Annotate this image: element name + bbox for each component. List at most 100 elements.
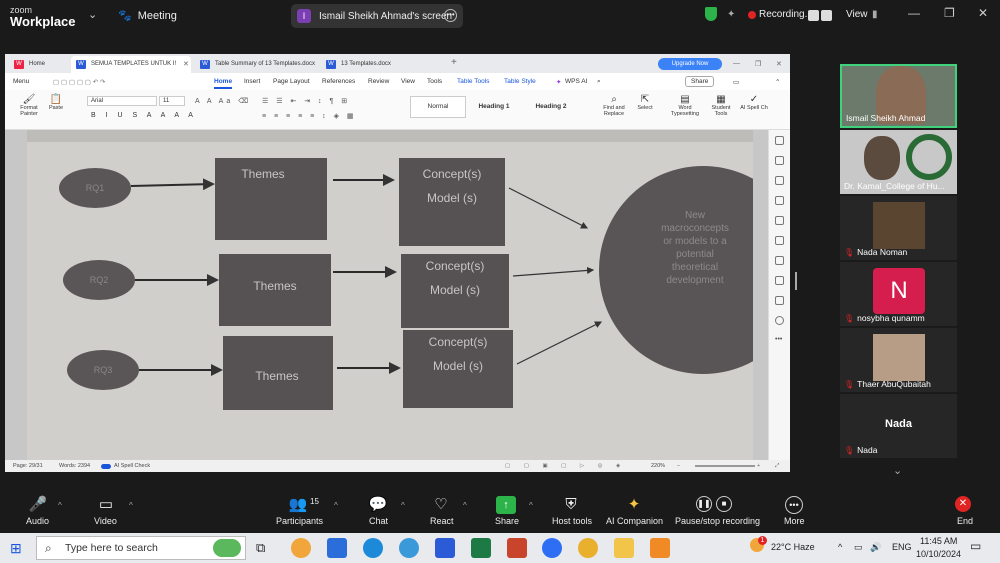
wps-office-icon[interactable]: [650, 538, 670, 558]
font-size-select[interactable]: 11: [159, 96, 185, 106]
pencil-icon[interactable]: [775, 156, 784, 165]
ai-companion-icon[interactable]: ✦: [627, 496, 641, 513]
participant-tile-ismail[interactable]: Ismail Sheikh Ahmad: [840, 64, 957, 128]
tab-ribbon-home[interactable]: Home: [214, 78, 233, 89]
powerpoint-app-icon[interactable]: [507, 538, 527, 558]
spell-toggle[interactable]: [101, 464, 111, 469]
style-heading-1[interactable]: Heading 1: [468, 96, 520, 118]
tab-ribbon-view[interactable]: View: [401, 78, 415, 85]
sliders-icon[interactable]: [775, 256, 784, 265]
word-app-icon[interactable]: [435, 538, 455, 558]
view-mode-icons[interactable]: ▢ ▢ ▣ ▢ ▷ ◎ ◈: [505, 463, 627, 469]
style-heading-2[interactable]: Heading 2: [522, 96, 580, 118]
pause-recording-icon[interactable]: ❚❚: [696, 496, 712, 512]
globe-app-icon[interactable]: [399, 538, 419, 558]
minimize-icon[interactable]: —: [733, 60, 740, 67]
view-toggle-icon[interactable]: ▮: [872, 9, 878, 20]
pause-stop-recording-button[interactable]: Pause/stop recording: [675, 516, 761, 526]
document-canvas[interactable]: RQ1 RQ2 RQ3 Themes Themes Themes Concept…: [5, 130, 768, 460]
audio-button[interactable]: Audio: [26, 516, 50, 526]
chat-caret[interactable]: ^: [401, 501, 405, 510]
scroll-down-chevron-icon[interactable]: ⌄: [893, 465, 903, 477]
restore-icon[interactable]: ❐: [755, 61, 762, 68]
stop-record-icon[interactable]: [821, 10, 832, 21]
menu-button[interactable]: Menu: [13, 78, 30, 85]
zoom-app-icon[interactable]: [542, 538, 562, 558]
font-format-icons[interactable]: B I U S A A A A: [91, 112, 197, 119]
chat-button[interactable]: Chat: [369, 516, 389, 526]
more-icon[interactable]: •••: [775, 336, 783, 343]
notifications-icon[interactable]: ▭: [970, 539, 982, 553]
participants-button[interactable]: Participants: [276, 516, 324, 526]
fullscreen-icon[interactable]: ⤢: [775, 463, 780, 469]
find-replace-button[interactable]: ⌕Find and Replace: [601, 94, 627, 117]
react-caret[interactable]: ^: [463, 501, 467, 510]
mail-icon[interactable]: [327, 538, 347, 558]
participant-tile-thaer[interactable]: 🎙Thaer AbuQubaitah: [840, 328, 957, 392]
paste-button[interactable]: 📋Paste: [45, 94, 67, 111]
adjust-icon[interactable]: [775, 136, 784, 145]
tab-ribbon-page-layout[interactable]: Page Layout: [273, 78, 310, 85]
panel-resize-handle[interactable]: [795, 272, 797, 290]
tab-ribbon-table-style[interactable]: Table Style: [504, 78, 536, 85]
minimize-icon[interactable]: —: [908, 6, 920, 20]
share-screen-icon[interactable]: ↑: [496, 496, 516, 514]
copilot-icon[interactable]: [291, 538, 311, 558]
tab-ribbon-references[interactable]: References: [322, 78, 356, 85]
history-icon[interactable]: [775, 276, 784, 285]
chat-icon[interactable]: 💬: [368, 496, 388, 513]
audio-options-caret[interactable]: ^: [58, 501, 62, 510]
collapse-ribbon-icon[interactable]: ⌃: [775, 79, 781, 86]
language-indicator[interactable]: ENG: [892, 542, 912, 552]
host-tools-button[interactable]: Host tools: [552, 516, 593, 526]
tab-ribbon-tools[interactable]: Tools: [427, 78, 443, 85]
excel-app-icon[interactable]: [471, 538, 491, 558]
end-meeting-icon[interactable]: ✕: [955, 496, 971, 512]
close-icon[interactable]: ✕: [776, 61, 782, 68]
share-screen-button[interactable]: Share: [495, 516, 520, 526]
video-options-caret[interactable]: ^: [129, 501, 133, 510]
cursor-icon[interactable]: [775, 176, 784, 185]
task-view-icon[interactable]: ⧉: [256, 540, 266, 555]
format-painter-button[interactable]: 🖌Format Painter: [15, 94, 43, 117]
react-button[interactable]: React: [430, 516, 454, 526]
screen-share-pill[interactable]: I Ismail Sheikh Ahmad's screen •••: [291, 4, 463, 28]
windows-start-icon[interactable]: ⊞: [10, 540, 22, 556]
ai-spell-check-button[interactable]: ✓AI Spell Ch: [738, 94, 770, 111]
quick-access-icons[interactable]: ▢ ▢ ▢ ▢ ▢ ↶ ↷: [53, 79, 106, 86]
meeting-menu[interactable]: 🐾 Meeting: [118, 9, 177, 23]
tab-ribbon-insert[interactable]: Insert: [244, 78, 261, 85]
stop-recording-icon[interactable]: ■: [716, 496, 732, 512]
tab-ribbon-wps-ai[interactable]: WPS AI: [565, 78, 588, 85]
microphone-icon[interactable]: 🎤: [28, 496, 48, 513]
new-tab-icon[interactable]: +: [451, 57, 457, 68]
participants-icon[interactable]: 👥: [288, 496, 308, 513]
zoom-out-icon[interactable]: –: [677, 463, 681, 469]
clock-date[interactable]: 10/10/2024: [916, 549, 962, 559]
tab-ribbon-review[interactable]: Review: [368, 78, 390, 85]
participant-tile-nada[interactable]: Nada 🎙Nada: [840, 394, 957, 458]
participant-tile-nosybha[interactable]: N 🎙nosybha qunamm: [840, 262, 957, 326]
align-icons[interactable]: ≡ ≡ ≡ ≡ ≡ ↕ ◈ ▦: [262, 113, 357, 120]
more-options-icon[interactable]: •••: [444, 9, 457, 22]
more-button[interactable]: More: [784, 516, 805, 526]
zoom-slider[interactable]: [695, 465, 755, 467]
shield-icon[interactable]: ⛨: [565, 496, 577, 513]
close-icon[interactable]: ✕: [978, 6, 989, 20]
file-explorer-icon[interactable]: [614, 538, 634, 558]
font-name-select[interactable]: Arial: [87, 96, 157, 106]
copy-icon[interactable]: [775, 196, 784, 205]
participants-caret[interactable]: ^: [334, 501, 338, 510]
share-doc-button[interactable]: Share: [685, 76, 715, 87]
tray-overflow-icon[interactable]: ^: [838, 542, 843, 552]
restore-icon[interactable]: ❐: [944, 6, 955, 20]
upgrade-button[interactable]: Upgrade Now: [658, 58, 722, 70]
weather-text[interactable]: 22°C Haze: [771, 542, 815, 552]
chrome-app-icon[interactable]: [578, 538, 598, 558]
sparkle-icon[interactable]: ✦: [727, 9, 736, 20]
taskbar-search[interactable]: ⌕ Type here to search: [36, 536, 246, 560]
pause-record-icon[interactable]: [808, 10, 819, 21]
